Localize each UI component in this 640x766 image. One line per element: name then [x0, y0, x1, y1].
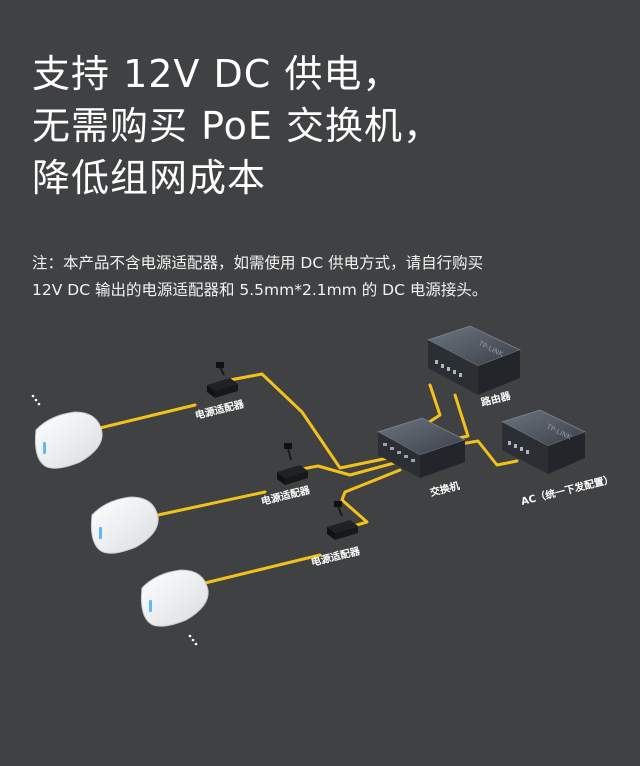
access-point-icon [140, 569, 209, 627]
cable-ap2 [156, 490, 267, 517]
adapter-label-2: 电源适配器 [260, 483, 313, 508]
router-icon [426, 325, 522, 395]
footnote: 注：本产品不含电源适配器，如需使用 DC 供电方式，请自行购买 12V DC 输… [32, 250, 622, 304]
cable-adapter3-switch [340, 468, 402, 529]
cable-adapter2-switch [295, 460, 400, 477]
footnote-line-2: 12V DC 输出的电源适配器和 5.5mm*2.1mm 的 DC 电源接头。 [32, 281, 488, 299]
footnote-line-1: 注：本产品不含电源适配器，如需使用 DC 供电方式，请自行购买 [32, 254, 484, 272]
headline: 支持 12V DC 供电， 无需购买 PoE 交换机， 降低组网成本 [32, 48, 442, 204]
adapter-label-1: 电源适配器 [194, 397, 247, 422]
cable-ap1 [98, 403, 197, 430]
headline-line-1: 支持 12V DC 供电， [32, 52, 402, 96]
power-adapter-icon [207, 362, 238, 398]
adapter-label-3: 电源适配器 [310, 544, 363, 569]
switch-label: 交换机 [429, 479, 461, 499]
power-adapter-icon [277, 443, 308, 485]
cable-ap3 [203, 553, 322, 585]
access-point-icon [34, 411, 103, 469]
cable-adapter1-switch [228, 372, 400, 470]
headline-line-2: 无需购买 PoE 交换机， [32, 104, 442, 148]
headline-line-3: 降低组网成本 [32, 156, 267, 200]
ac-label: AC（统一下发配置） [520, 472, 615, 508]
access-point-icon [90, 496, 159, 554]
more-devices-dots [31, 394, 198, 646]
ac-controller-icon [500, 409, 587, 474]
switch-icon [376, 417, 467, 478]
cable-switch-ac [453, 439, 519, 467]
cables [98, 372, 519, 585]
power-adapter-icon [327, 501, 358, 540]
